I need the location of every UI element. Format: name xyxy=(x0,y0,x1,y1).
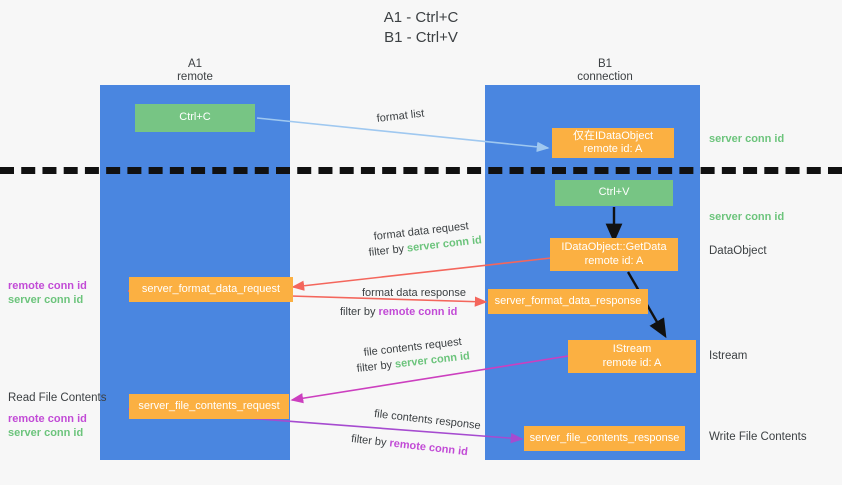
edge-label-file-contents-response: file contents response xyxy=(373,407,482,433)
node-server-file-contents-request-label: server_file_contents_request xyxy=(138,399,280,412)
lane-header-a1: A1 remote xyxy=(135,58,255,84)
filter-value-remote-conn-id: remote conn id xyxy=(388,437,469,459)
lane-header-b1-role: connection xyxy=(577,71,633,83)
lane-header-b1: B1 connection xyxy=(545,58,665,84)
phase-divider xyxy=(0,167,842,174)
lane-header-a1-role: remote xyxy=(177,71,213,83)
diagram-title: A1 - Ctrl+C B1 - Ctrl+V xyxy=(0,8,842,48)
node-server-format-data-request-label: server_format_data_request xyxy=(141,282,281,295)
edge-label-file-contents-response-filter: filter by remote conn id xyxy=(350,432,469,459)
node-idataobject-top-line1: 仅在IDataObject xyxy=(572,129,654,142)
node-idataobject-top-line2: remote id: A xyxy=(583,143,643,155)
title-line-1: A1 - Ctrl+C xyxy=(383,9,459,26)
left-label-remote-conn-id-1: remote conn id xyxy=(8,280,87,292)
edge-label-format-data-response-filter: filter by remote conn id xyxy=(340,305,457,319)
right-label-data-object: DataObject xyxy=(709,245,767,257)
edge-label-format-data-response: format data response xyxy=(362,287,466,299)
node-getdata-line1: IDataObject::GetData xyxy=(561,241,667,253)
node-server-file-contents-response[interactable]: server_file_contents_response xyxy=(524,426,685,451)
node-idataobject-top[interactable]: 仅在IDataObject remote id: A xyxy=(552,128,674,158)
node-istream-line2: remote id: A xyxy=(602,356,662,369)
lane-header-a1-name: A1 xyxy=(187,58,203,70)
node-istream[interactable]: IStream remote id: A xyxy=(568,340,696,373)
node-ctrl-c[interactable]: Ctrl+C xyxy=(135,104,255,132)
lane-header-b1-name: B1 xyxy=(597,58,613,70)
filter-prefix: filter by xyxy=(368,242,408,259)
right-label-istream: Istream xyxy=(709,350,748,362)
node-getdata-line2: remote id: A xyxy=(584,254,644,267)
filter-prefix: filter by xyxy=(356,358,396,375)
left-label-read-file-contents: Read File Contents xyxy=(8,392,107,404)
left-label-server-conn-id-2: server conn id xyxy=(8,427,84,439)
left-label-remote-conn-id-2: remote conn id xyxy=(8,413,87,425)
right-label-server-conn-id-top: server conn id xyxy=(709,133,785,145)
node-server-file-contents-request[interactable]: server_file_contents_request xyxy=(129,394,289,419)
node-server-format-data-request[interactable]: server_format_data_request xyxy=(129,277,293,302)
filter-value-remote-conn-id: remote conn id xyxy=(378,306,458,318)
right-label-server-conn-id-mid: server conn id xyxy=(709,211,785,223)
left-label-server-conn-id-1: server conn id xyxy=(8,294,84,306)
node-server-format-data-response-label: server_format_data_response xyxy=(494,294,642,307)
node-istream-line1: IStream xyxy=(612,343,652,355)
title-line-2: B1 - Ctrl+V xyxy=(384,29,458,46)
filter-prefix: filter by xyxy=(350,432,391,450)
node-ctrl-v-label: Ctrl+V xyxy=(598,186,630,199)
filter-prefix: filter by xyxy=(340,306,379,318)
edge-label-format-list: format list xyxy=(376,107,425,125)
node-ctrl-c-label: Ctrl+C xyxy=(179,111,211,124)
node-getdata[interactable]: IDataObject::GetData remote id: A xyxy=(550,238,678,271)
right-label-write-file-contents: Write File Contents xyxy=(709,431,807,443)
node-server-format-data-response[interactable]: server_format_data_response xyxy=(488,289,648,314)
node-server-file-contents-response-label: server_file_contents_response xyxy=(529,431,680,444)
node-ctrl-v[interactable]: Ctrl+V xyxy=(555,180,673,206)
